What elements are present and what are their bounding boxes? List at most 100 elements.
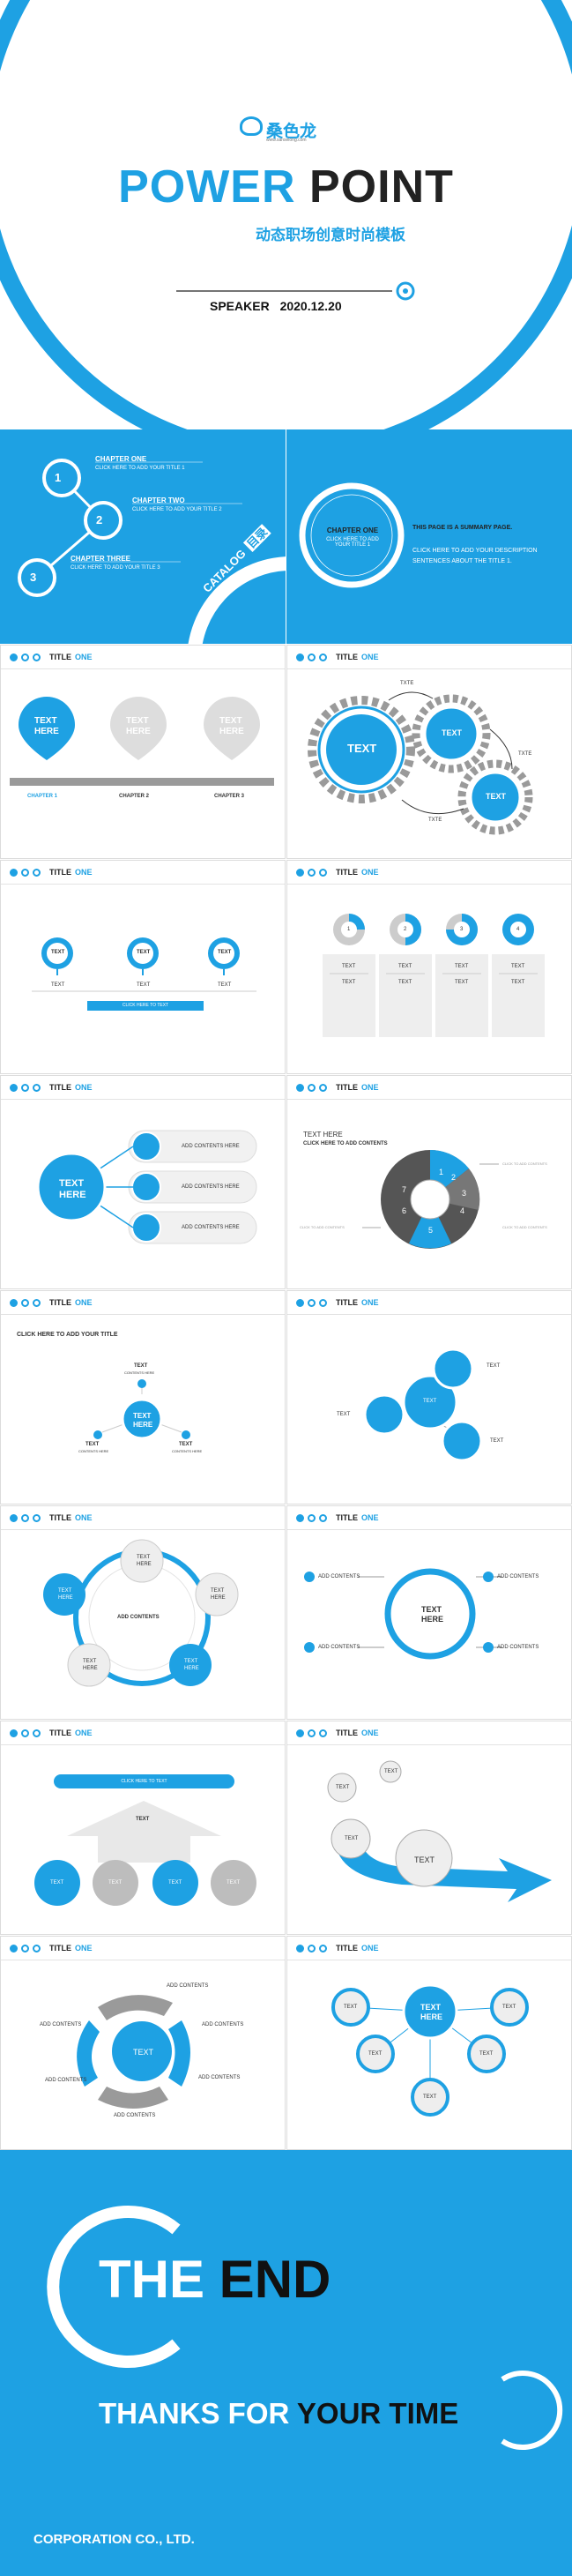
header-dot-icon [296,1729,304,1737]
end-slide: THE END THANKS FOR YOUR TIME CORPORATION… [0,2150,572,2576]
slide-header: TITLE ONE [296,867,379,877]
summary-title: THIS PAGE IS A SUMMARY PAGE. [412,525,513,531]
wheel-num-1: 1 [439,1168,444,1176]
header-title-accent: ONE [361,1298,379,1307]
header-title: TITLE [49,653,71,661]
header-title: TITLE [336,1083,358,1092]
header-title: TITLE [336,1944,358,1953]
progress-label-1a: TEXT [342,964,356,969]
arrow-text-4: TEXT [414,1855,435,1864]
chapter-one-ring-title: CHAPTER ONE [326,526,379,534]
header-dot-icon [33,868,41,877]
house-button[interactable]: CLICK HERE TO TEXT [54,1774,234,1788]
header-divider [1,884,285,885]
header-dot-icon [319,1513,327,1522]
wheel-num-2: 2 [451,1173,457,1182]
header-title-accent: ONE [75,1083,93,1092]
slide-header: TITLE ONE [296,1082,379,1093]
logo-subtext: www.sanselong.com [266,138,307,143]
hub-node-3: TEXT [368,2051,383,2057]
catalog-decoration [18,459,286,644]
wheel-slide: TITLE ONE TEXT HERE CLICK HERE TO ADD CO… [286,1075,572,1289]
ring-item-br: ADD CONTENTS [497,1645,539,1650]
bubbles-slide: TITLE ONE TEXT TEXT TEXT TEXT [286,1290,572,1505]
header-title-accent: ONE [361,1083,379,1092]
cycle-right-text: TEXT [211,1588,225,1594]
chapter-1-title[interactable]: CHAPTER ONE [95,455,147,463]
hub-center-here: HERE [420,2012,443,2021]
chapter-ring-decoration [299,482,405,588]
header-dot-icon [21,1083,29,1092]
header-dot-icon [33,1729,41,1737]
header-title: TITLE [49,1298,71,1307]
slide-header: TITLE ONE [10,1943,93,1953]
wheel-title: TEXT HERE [303,1131,343,1139]
cycle-top-here: HERE [137,1562,152,1567]
gears-slide: TITLE ONE TEXT TEXT TEXT TXTE TXTE TXTE [286,645,572,859]
arrow-graphic [327,1760,552,1902]
swirl-item-4: ADD CONTENTS [114,2113,156,2118]
header-dot-icon [10,653,18,661]
bubble-center-text: TEXT [423,1399,437,1404]
chapter-2-title[interactable]: CHAPTER TWO [132,497,185,504]
slide-header: TITLE ONE [10,1082,93,1093]
slide-header: TITLE ONE [296,1297,379,1308]
header-dot-icon [10,868,18,877]
wheel-note-right2: CLICK TO ADD CONTENTS [502,1225,547,1229]
swirl-item-6: ADD CONTENTS [40,2022,82,2027]
timeline-node-2: TEXT [137,950,151,955]
progress-num-4: 4 [516,927,520,932]
header-title-accent: ONE [361,1513,379,1522]
header-title-accent: ONE [361,1729,379,1737]
end-title-the: THE [99,2250,204,2309]
cycle-left-here: HERE [58,1595,73,1601]
gear-2-text: TEXT [442,728,463,737]
thanks-b: YOUR TIME [296,2397,459,2430]
header-title-accent: ONE [75,1513,93,1522]
progress-label-3a: TEXT [455,964,469,969]
house-circle-2: TEXT [108,1880,123,1885]
header-title-accent: ONE [75,868,93,877]
header-dot-icon [308,1944,316,1953]
progress-label-1b: TEXT [342,980,356,985]
gear-big-text: TEXT [347,742,377,755]
header-dot-icon [33,1083,41,1092]
header-title-accent: ONE [75,1298,93,1307]
header-divider [1,1744,285,1745]
swirl-item-5: ADD CONTENTS [45,2078,87,2083]
progress-label-4a: TEXT [511,964,525,969]
thanks-line: THANKS FOR YOUR TIME [99,2397,458,2430]
chapter-2-desc: CLICK HERE TO ADD YOUR TITLE 2 [132,507,222,512]
pin-3-text: TEXT [219,716,242,726]
header-dot-icon [308,1083,316,1092]
header-title-accent: ONE [361,868,379,877]
pins-graphic [10,697,274,786]
header-title-accent: ONE [361,653,379,661]
hub-slide: TITLE ONE TEXT HERE TEXT TEXT TEXT TEXT … [286,1936,572,2150]
header-dot-icon [21,653,29,661]
slide-header: TITLE ONE [296,1943,379,1953]
hub-node-2: TEXT [502,2005,516,2010]
logo-text: 桑色龙 [266,123,317,141]
triad-right-contents: CONTENTS HERE [172,1449,203,1453]
ring-center-here: HERE [421,1615,444,1624]
house-roof-text: TEXT [136,1817,150,1822]
progress-num-2: 2 [404,927,407,932]
pin-chapter-2: CHAPTER 2 [119,794,150,799]
header-divider [287,1314,571,1315]
timeline-button[interactable]: CLICK HERE TO TEXT [87,1001,204,1011]
header-dot-icon [21,1513,29,1522]
pins-slide: TITLE ONE TEXT HERE TEXT HERE TEXT HERE … [0,645,286,859]
end-title: THE END [99,2249,331,2310]
swirl-item-3: ADD CONTENTS [198,2075,241,2080]
chapter-3-title[interactable]: CHAPTER THREE [71,555,131,563]
header-title: TITLE [336,1513,358,1522]
triad-left-contents: CONTENTS HERE [78,1449,109,1453]
header-dot-icon [10,1083,18,1092]
triad-top-contents: CONTENTS HERE [124,1370,155,1375]
cycle-center: ADD CONTENTS [117,1615,160,1620]
progress-label-4b: TEXT [511,980,525,985]
arrow-text-3: TEXT [345,1836,359,1841]
bubble-left-text: TEXT [337,1412,351,1417]
arrow-slide: TITLE ONE TEXT TEXT TEXT TEXT [286,1721,572,1935]
